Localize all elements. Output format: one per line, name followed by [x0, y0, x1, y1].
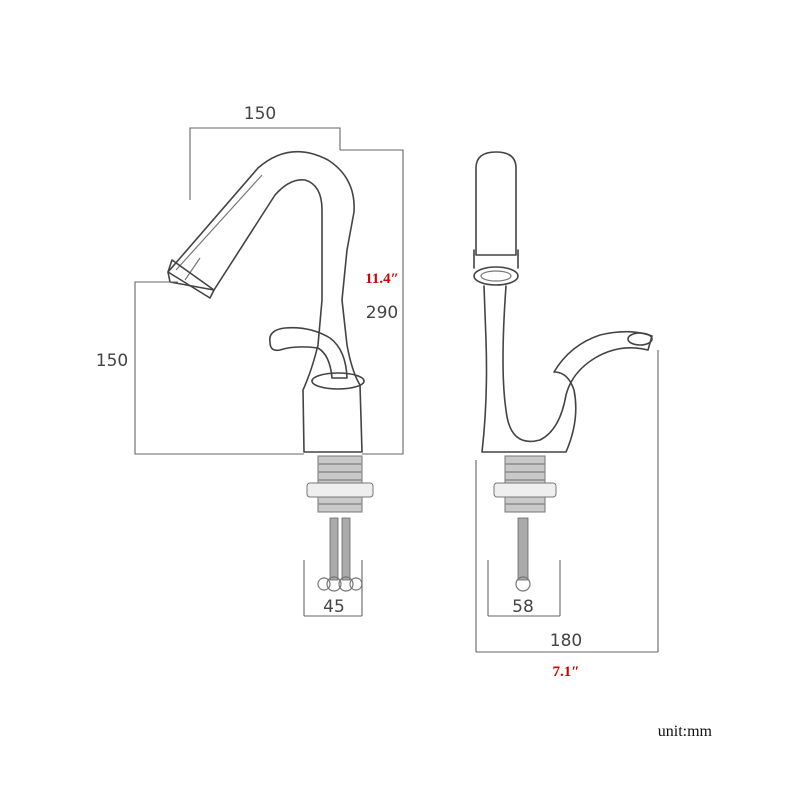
- side-top-width-label: 150: [244, 104, 276, 124]
- front-total-width-inch-label: 7.1″: [552, 664, 579, 680]
- unit-label: unit:mm: [658, 723, 713, 740]
- side-total-height-inch-label: 11.4″: [365, 271, 399, 287]
- side-view-dimension-lines: [134, 127, 404, 617]
- side-base-width-label: 45: [323, 597, 345, 617]
- side-view-faucet: [167, 150, 374, 592]
- front-view-faucet: [473, 151, 653, 592]
- side-spout-height-label: 150: [96, 351, 128, 371]
- side-total-height-label: 290: [366, 303, 398, 323]
- front-total-width-label: 180: [550, 631, 582, 651]
- front-view-dimension-lines: [475, 350, 659, 653]
- front-base-width-label: 58: [512, 597, 534, 617]
